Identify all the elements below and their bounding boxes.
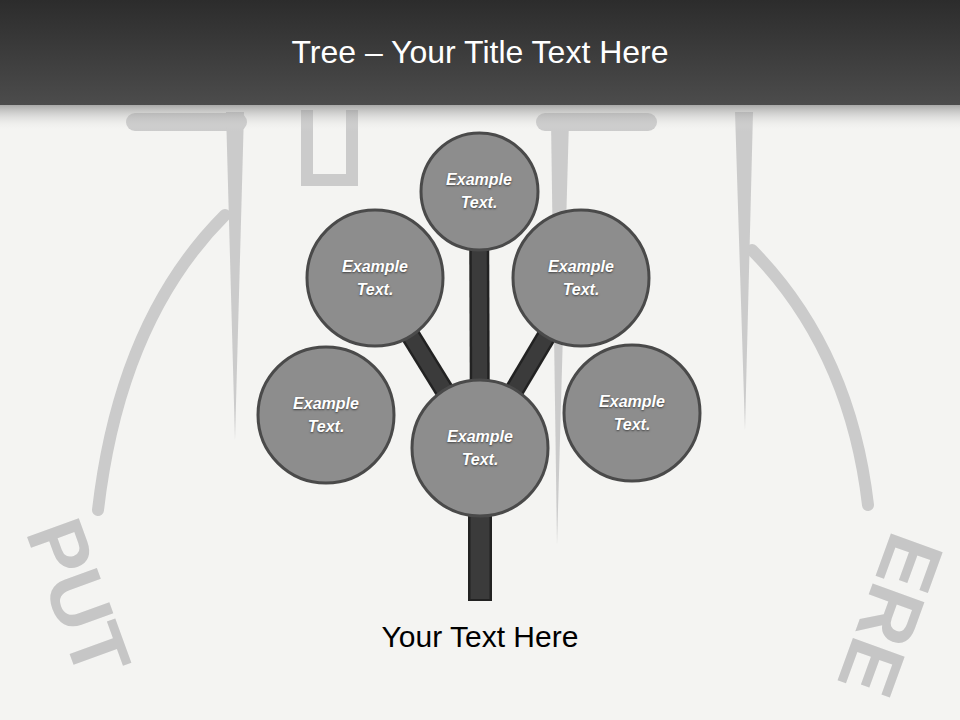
tree-circle: Example Text. — [256, 345, 396, 485]
slide-title: Tree – Your Title Text Here — [291, 34, 668, 71]
circle-shape — [305, 208, 445, 348]
circle-shape — [256, 345, 396, 485]
circle-outline — [412, 380, 548, 516]
circle-content: Example Text. — [410, 378, 550, 518]
branch-outline — [410, 335, 445, 391]
circle-content: Example Text. — [305, 208, 445, 348]
branch-fill — [410, 335, 445, 391]
circle-shape — [419, 131, 540, 252]
circle-outline — [421, 133, 538, 250]
circle-content: Example Text. — [419, 131, 540, 252]
header-shadow — [0, 105, 960, 131]
caption-box: Your Text Here — [0, 620, 960, 654]
circle-label: Example Text. — [433, 168, 525, 214]
branch-outline — [514, 336, 547, 391]
tree-branch — [410, 335, 445, 391]
tree-branch — [479, 248, 481, 381]
circle-outline — [258, 347, 394, 483]
circle-content: Example Text. — [562, 343, 702, 483]
circle-shape — [410, 378, 550, 518]
circle-content: Example Text. — [256, 345, 396, 485]
circle-label: Example Text. — [434, 425, 526, 471]
tree-branch — [514, 336, 547, 391]
circle-outline — [564, 345, 700, 481]
circle-label: Example Text. — [535, 255, 627, 301]
watermark-text: PUT — [13, 509, 143, 687]
circle-shape — [511, 208, 651, 348]
circle-outline — [307, 210, 443, 346]
caption: Your Text Here — [382, 620, 579, 653]
header-bar — [0, 0, 960, 105]
tree-circle: Example Text. — [419, 131, 540, 252]
tree-circle: Example Text. — [511, 208, 651, 348]
circle-shape — [562, 343, 702, 483]
circle-content: Example Text. — [511, 208, 651, 348]
tree-circle: Example Text. — [305, 208, 445, 348]
circle-outline — [513, 210, 649, 346]
title-bar: Tree – Your Title Text Here — [0, 0, 960, 105]
circle-label: Example Text. — [586, 390, 678, 436]
circle-label: Example Text. — [280, 392, 372, 438]
circle-label: Example Text. — [329, 255, 421, 301]
watermark-spikes — [226, 112, 753, 545]
tree-circle: Example Text. — [562, 343, 702, 483]
branch-outline — [469, 248, 490, 381]
branch-fill — [514, 336, 547, 391]
tree-circle: Example Text. — [410, 378, 550, 518]
watermark-text: ERE — [824, 524, 955, 706]
branch-fill — [472, 248, 488, 381]
